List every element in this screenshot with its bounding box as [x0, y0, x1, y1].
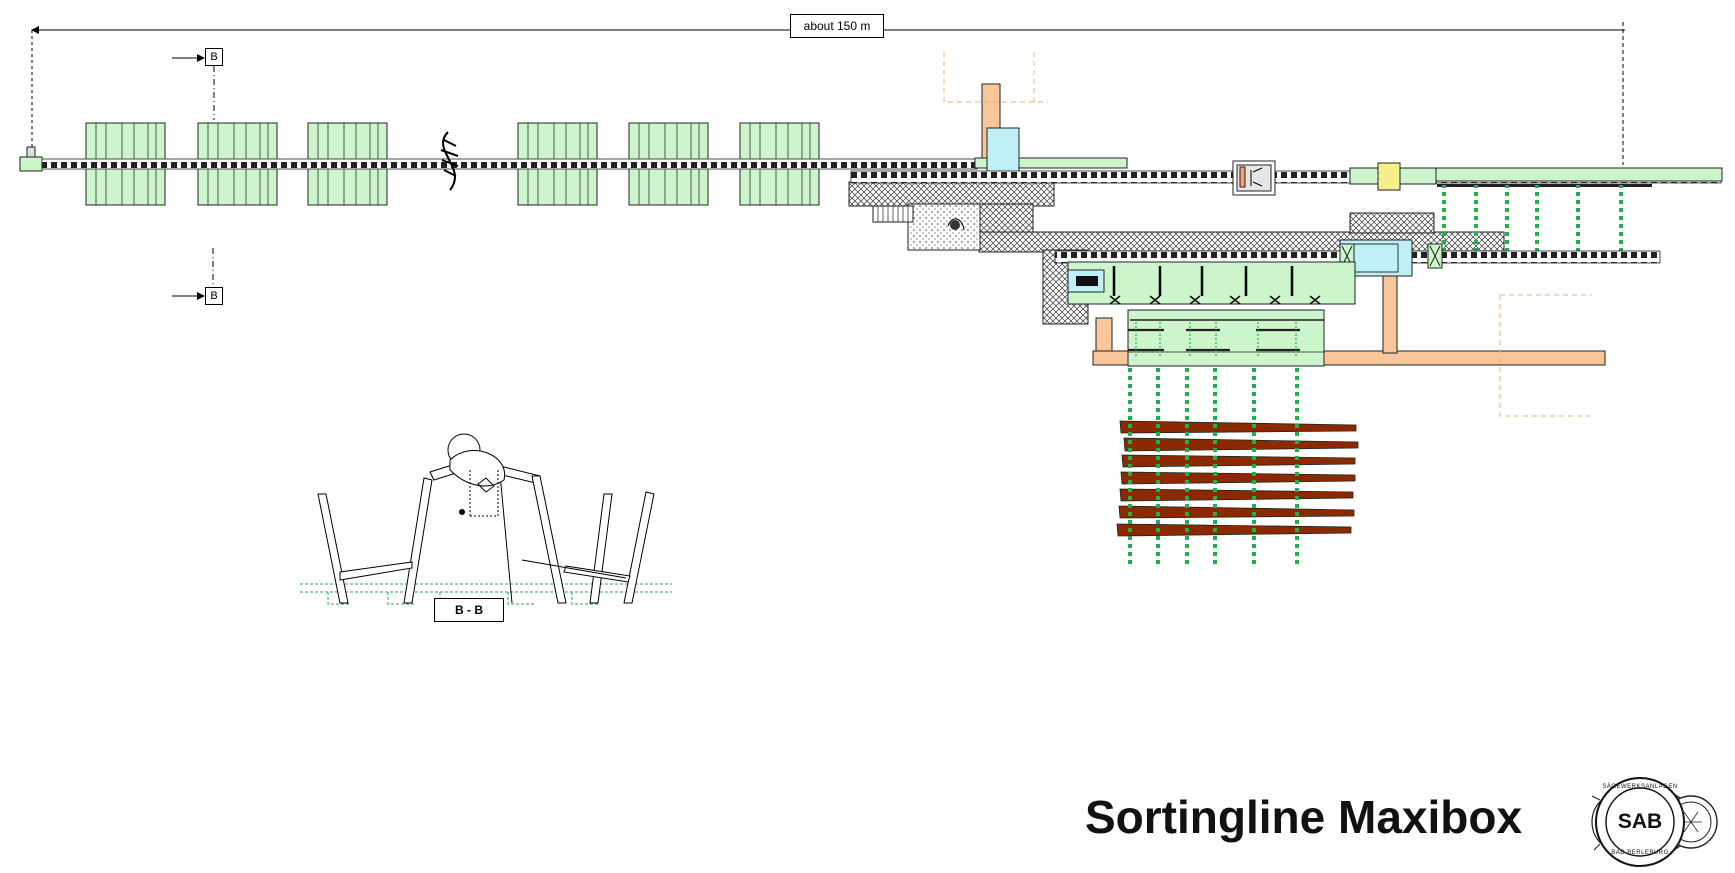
log-board — [1119, 420, 1357, 434]
sorting-station — [1067, 261, 1356, 367]
dashed-outlines — [943, 52, 1592, 417]
log-chain-overlay — [1128, 418, 1299, 568]
logo-wordmark: SAB — [1617, 810, 1663, 833]
green-chain-drops-upper — [1442, 185, 1623, 255]
logo-ring-text-bottom: BAD BERLEBURG — [1611, 850, 1669, 856]
break-symbol — [440, 131, 459, 191]
section-marker-bottom: B — [205, 287, 223, 305]
sab-logo — [1591, 777, 1718, 867]
log-board — [1116, 523, 1352, 537]
log-boxes — [1116, 420, 1359, 537]
upper-transfer-conveyor — [850, 127, 1723, 196]
dimension-label: about 150 m — [790, 14, 884, 38]
section-view-bb — [300, 433, 672, 605]
logo-ring-text-top: SÄGEWERKSANLAGEN — [1602, 784, 1678, 790]
section-marker-top: B — [205, 48, 223, 66]
page-title: Sortingline Maxibox — [1085, 791, 1523, 843]
log-board — [1118, 505, 1355, 519]
log-board — [1119, 488, 1354, 502]
log-board — [1123, 437, 1359, 452]
section-cut-lines — [172, 54, 215, 300]
lower-chain-conveyor — [1054, 239, 1661, 277]
section-label: B - B — [434, 598, 504, 622]
